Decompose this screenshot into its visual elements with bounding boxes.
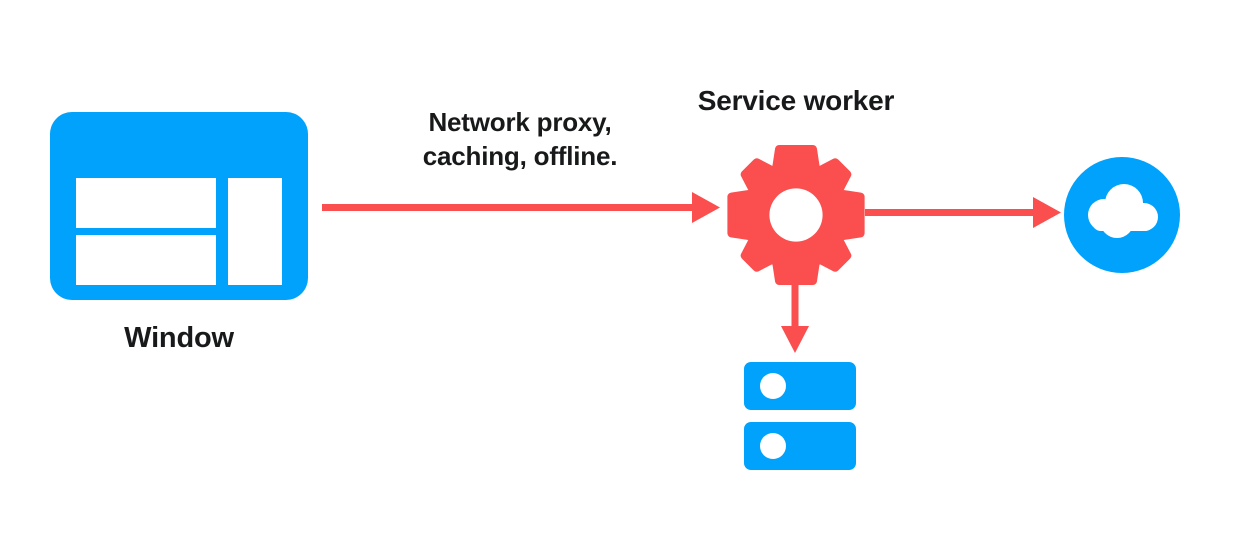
gear-icon: [726, 142, 866, 288]
window-panel-bottom-left: [76, 235, 216, 285]
storage-indicator-dot: [760, 433, 786, 459]
arrow-service-worker-to-storage: [781, 281, 809, 353]
window-icon: [50, 112, 308, 300]
arrow-service-worker-to-cloud: [865, 197, 1061, 228]
database-storage-icon: [744, 362, 858, 474]
storage-bar-bottom: [744, 422, 856, 470]
storage-indicator-dot: [760, 373, 786, 399]
window-label: Window: [124, 322, 234, 354]
cloud-icon: [1062, 155, 1182, 275]
window-panel-top-left: [76, 178, 216, 228]
edge-caption-network-proxy: Network proxy, caching, offline.: [422, 107, 618, 172]
storage-bar-top: [744, 362, 856, 410]
arrow-window-to-service-worker: [322, 192, 720, 223]
window-panel-right: [228, 178, 282, 285]
service-worker-title: Service worker: [697, 85, 895, 116]
